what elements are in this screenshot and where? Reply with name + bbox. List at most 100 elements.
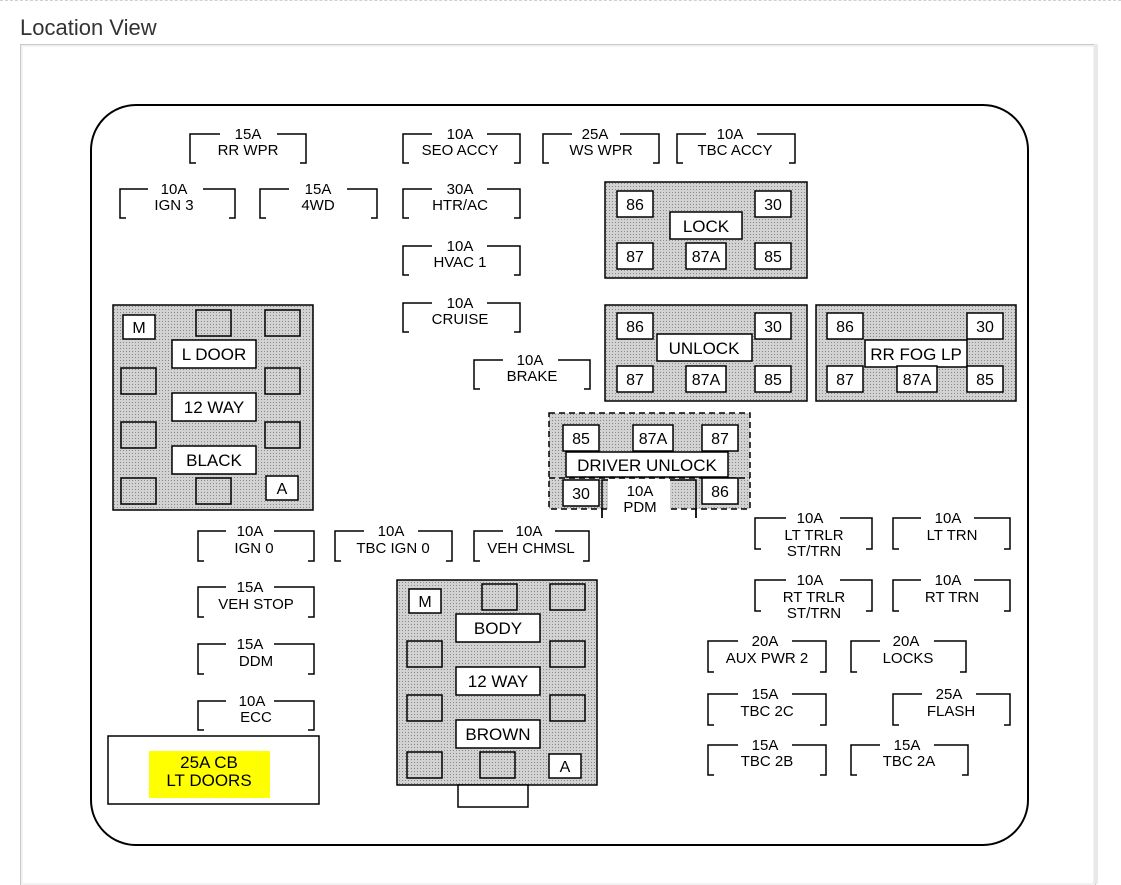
fuse-label-line2: ST/TRN bbox=[787, 543, 841, 560]
fuse-flash[interactable]: 25A FLASH bbox=[892, 686, 1011, 726]
fuse-amp: 30A bbox=[447, 181, 474, 198]
fuse-rt-trlr-st-trn[interactable]: 10A RT TRLR ST/TRN bbox=[754, 572, 873, 622]
fuse-brake[interactable]: 10A BRAKE bbox=[473, 352, 591, 390]
fuse-amp: 20A bbox=[893, 633, 920, 650]
fuse-ws-wpr[interactable]: 25A WS WPR bbox=[542, 126, 660, 164]
highlight-marker bbox=[149, 751, 270, 798]
fuse-label: TBC 2B bbox=[741, 753, 794, 770]
fuse-amp: 10A bbox=[161, 181, 188, 198]
fuse-amp: 15A bbox=[237, 636, 264, 653]
fuse-ddm[interactable]: 15A DDM bbox=[197, 636, 315, 675]
connector-body[interactable]: M BODY 12 WAY BROWN A bbox=[396, 579, 598, 808]
relay-label: LOCK bbox=[683, 217, 730, 236]
fuse-label: DDM bbox=[239, 653, 273, 670]
pin-label: 85 bbox=[764, 249, 782, 266]
fuse-label: BRAKE bbox=[507, 368, 558, 385]
fuse-panel-outline bbox=[90, 104, 1029, 846]
fuse-amp: 10A bbox=[517, 352, 544, 369]
fuse-4wd[interactable]: 15A 4WD bbox=[259, 181, 378, 219]
fuse-label: CRUISE bbox=[432, 311, 489, 328]
fuse-cruise[interactable]: 10A CRUISE bbox=[402, 295, 521, 333]
relay-label: RR FOG LP bbox=[870, 345, 962, 364]
fuse-amp: 15A bbox=[894, 737, 921, 754]
fuse-amp: 15A bbox=[752, 737, 779, 754]
pin-label: 86 bbox=[836, 319, 854, 336]
fuse-veh-stop[interactable]: 15A VEH STOP bbox=[197, 579, 315, 618]
fuse-amp: 10A bbox=[239, 693, 266, 710]
fuse-label: ECC bbox=[240, 709, 272, 726]
pin-label: 87A bbox=[639, 431, 668, 448]
fuse-seo-accy[interactable]: 10A SEO ACCY bbox=[402, 126, 521, 164]
fuse-label: RT TRN bbox=[925, 589, 979, 606]
pin-label: 87 bbox=[626, 249, 644, 266]
relay-label: UNLOCK bbox=[669, 339, 741, 358]
relay-lock[interactable]: 86 30 LOCK 87 87A 85 bbox=[604, 181, 808, 279]
fuse-rr-wpr[interactable]: 15A RR WPR bbox=[189, 126, 307, 164]
pin-label: 87A bbox=[692, 372, 721, 389]
pin-label: 85 bbox=[976, 372, 994, 389]
breaker-label: LT DOORS bbox=[166, 771, 251, 790]
fuse-amp: 10A bbox=[378, 523, 405, 540]
fuse-amp: 10A bbox=[237, 523, 264, 540]
fuse-label: LT TRLR bbox=[784, 527, 843, 544]
circuit-breaker-lt-doors[interactable]: 25A CB LT DOORS bbox=[107, 735, 320, 805]
pin-label: 86 bbox=[626, 319, 644, 336]
pin-label: 30 bbox=[764, 197, 782, 214]
page-title: Location View bbox=[20, 15, 157, 40]
fuse-amp: 10A bbox=[935, 510, 962, 527]
fuse-htr-ac[interactable]: 30A HTR/AC bbox=[402, 181, 521, 219]
fuse-amp: 25A bbox=[936, 686, 963, 703]
pin-label: 87 bbox=[711, 431, 729, 448]
breaker-amp: 25A CB bbox=[180, 753, 238, 772]
fuse-label: IGN 3 bbox=[154, 197, 193, 214]
fuse-ecc[interactable]: 10A ECC bbox=[197, 693, 315, 731]
fuse-label: RR WPR bbox=[218, 142, 279, 159]
connector-label: 12 WAY bbox=[468, 672, 528, 691]
fuse-ign-3[interactable]: 10A IGN 3 bbox=[119, 181, 236, 219]
connector-a-label: A bbox=[277, 481, 288, 498]
connector-l-door[interactable]: M L DOOR 12 WAY BLACK A bbox=[112, 304, 314, 511]
fuse-lt-trlr-st-trn[interactable]: 10A LT TRLR ST/TRN bbox=[754, 510, 873, 560]
fuse-amp: 10A bbox=[516, 523, 543, 540]
connector-a-label: A bbox=[560, 759, 571, 776]
fuse-label: IGN 0 bbox=[234, 540, 273, 557]
fuse-amp: 10A bbox=[447, 238, 474, 255]
fuse-tbc-ign-0[interactable]: 10A TBC IGN 0 bbox=[334, 523, 453, 562]
pdm-label: PDM bbox=[623, 499, 656, 516]
pin-label: 30 bbox=[976, 319, 994, 336]
fuse-tbc-2c[interactable]: 15A TBC 2C bbox=[707, 686, 827, 726]
frame-scrollbar[interactable] bbox=[1094, 44, 1098, 884]
connector-label: L DOOR bbox=[182, 345, 247, 364]
fuse-amp: 15A bbox=[305, 181, 332, 198]
relay-unlock[interactable]: 86 30 UNLOCK 87 87A 85 bbox=[604, 304, 808, 402]
fuse-locks[interactable]: 20A LOCKS bbox=[850, 633, 967, 673]
fuse-veh-chmsl[interactable]: 10A VEH CHMSL bbox=[473, 523, 590, 562]
relay-driver-unlock[interactable]: 85 87A 87 DRIVER UNLOCK 30 86 10A PDM bbox=[548, 412, 751, 519]
relay-label: DRIVER UNLOCK bbox=[577, 456, 717, 475]
fuse-tbc-2b[interactable]: 15A TBC 2B bbox=[707, 737, 827, 776]
pin-label: 30 bbox=[764, 319, 782, 336]
connector-m-label: M bbox=[418, 594, 431, 611]
connector-m-label: M bbox=[132, 320, 145, 337]
fuse-label: HVAC 1 bbox=[433, 254, 486, 271]
connector-label: BROWN bbox=[465, 725, 530, 744]
fuse-tbc-accy[interactable]: 10A TBC ACCY bbox=[676, 126, 796, 164]
fuse-amp: 10A bbox=[935, 572, 962, 589]
fuse-hvac-1[interactable]: 10A HVAC 1 bbox=[402, 238, 521, 276]
fuse-lt-trn[interactable]: 10A LT TRN bbox=[892, 510, 1011, 550]
fuse-aux-pwr-2[interactable]: 20A AUX PWR 2 bbox=[707, 633, 827, 673]
fuse-rt-trn[interactable]: 10A RT TRN bbox=[892, 572, 1011, 612]
fuse-amp: 10A bbox=[797, 510, 824, 527]
pin-label: 87A bbox=[903, 372, 932, 389]
connector-tab bbox=[457, 784, 529, 808]
relay-rr-fog-lp[interactable]: 86 30 RR FOG LP 87 87A 85 bbox=[815, 304, 1017, 402]
fuse-label: SEO ACCY bbox=[422, 142, 499, 159]
fuse-label: TBC IGN 0 bbox=[356, 540, 429, 557]
fuse-label: TBC 2A bbox=[883, 753, 936, 770]
connector-label: BLACK bbox=[186, 451, 242, 470]
fuse-ign-0[interactable]: 10A IGN 0 bbox=[197, 523, 315, 562]
fuse-label: VEH CHMSL bbox=[487, 540, 575, 557]
fuse-tbc-2a[interactable]: 15A TBC 2A bbox=[850, 737, 969, 776]
fuse-label: HTR/AC bbox=[432, 197, 488, 214]
